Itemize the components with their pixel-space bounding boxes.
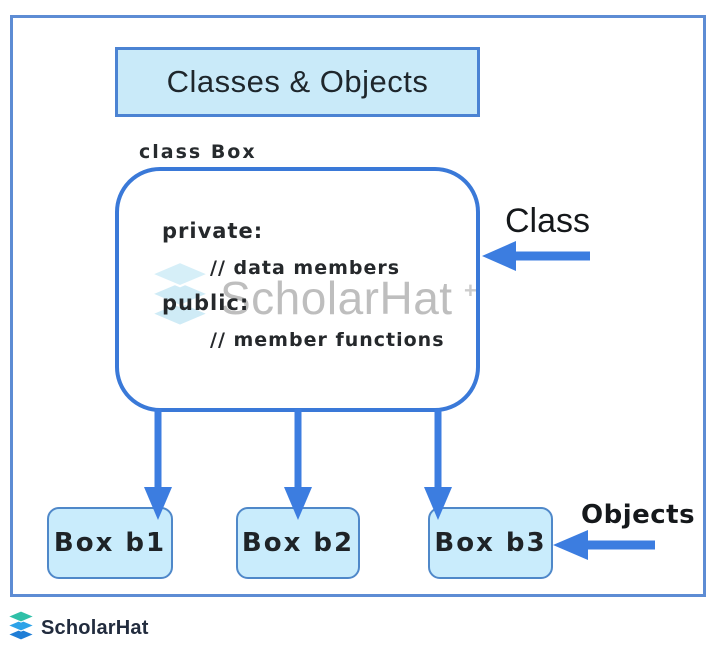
- class-body-box: [115, 167, 480, 412]
- object2-arrow-down-icon: [283, 409, 313, 521]
- object-box-b2-label: Box b2: [241, 528, 355, 558]
- diagram-title-box: Classes & Objects: [115, 47, 480, 117]
- private-section-comment: // data members: [210, 257, 401, 279]
- object-box-b3-label: Box b3: [434, 528, 547, 558]
- watermark-plus-icon: +: [464, 278, 477, 303]
- object1-arrow-down-icon: [143, 409, 173, 521]
- objects-annotation-label: Objects: [581, 500, 696, 530]
- class-arrow-left-icon: [482, 239, 592, 273]
- object-box-b1: Box b1: [47, 507, 173, 579]
- class-declaration-label: class Box: [139, 141, 257, 163]
- diagram-title: Classes & Objects: [166, 64, 429, 99]
- brand-footer: ScholarHat: [6, 610, 149, 646]
- object3-arrow-down-icon: [423, 409, 453, 521]
- class-annotation-label: Class: [505, 202, 591, 240]
- scholarhat-logo-icon: [6, 610, 36, 646]
- objects-arrow-left-icon: [553, 528, 657, 562]
- object-box-b1-label: Box b1: [53, 528, 167, 558]
- diagram-frame: [10, 15, 706, 597]
- public-section-comment: // member functions: [210, 329, 445, 351]
- private-section-label: private:: [162, 219, 264, 243]
- object-box-b3: Box b3: [428, 507, 553, 579]
- public-section-label: public:: [162, 291, 250, 315]
- brand-name: ScholarHat: [41, 617, 149, 639]
